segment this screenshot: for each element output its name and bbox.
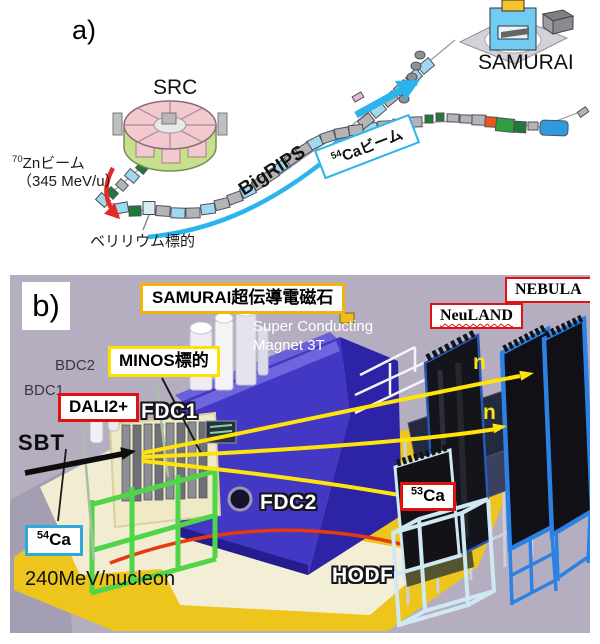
src-cyclotron-graphic <box>112 100 228 172</box>
floor-walkway <box>160 537 440 615</box>
zn70-beam-text: Znビーム <box>22 155 85 172</box>
minos-target-label: MINOS標的 <box>108 346 220 377</box>
samurai-label: SAMURAI <box>478 51 574 74</box>
magnet-en-line2: Magnet 3T <box>253 336 325 354</box>
panel-b-tag: b) <box>22 282 70 330</box>
beam-trajectory-arc <box>109 528 435 565</box>
zn70-mass-number: 70 <box>12 154 23 165</box>
beamline-graphic <box>94 0 590 240</box>
neutron-label-1: n <box>473 351 486 374</box>
beam-energy-label: 240MeV/nucleon <box>25 568 176 590</box>
neuland-label: NeuLAND <box>430 303 523 329</box>
neuland-label-text: NeuLAND <box>440 307 513 324</box>
samurai-station-icon <box>458 0 575 65</box>
nebula-walls <box>499 313 590 606</box>
magnet-en-line1: Super Conducting <box>253 318 374 335</box>
zn70-beam-label: 70Znビーム <box>12 154 85 173</box>
bdc1-label: BDC1 <box>24 382 65 399</box>
sbt-label: SBT <box>18 430 65 455</box>
fdc2-label: FDC2 <box>260 491 317 514</box>
bdc2-label: BDC2 <box>55 357 96 374</box>
dali2-green-frame <box>89 467 218 596</box>
nebula-label: NEBULA <box>505 277 590 303</box>
src-label: SRC <box>153 76 198 99</box>
ca53-text: Ca <box>423 486 445 505</box>
incoming-beam-arrow <box>24 447 136 476</box>
panel-b-samurai-setup: b) SAMURAI超伝導電磁石 Super Conducting Magnet… <box>10 275 590 633</box>
ca53-mass-number: 53 <box>411 485 424 498</box>
nebula-support-frame <box>508 514 590 606</box>
ca54-label: 54Ca <box>25 525 83 556</box>
neutron-paths <box>141 370 534 459</box>
fragment-path-ca53 <box>141 459 400 497</box>
hodf-label: HODF <box>332 564 394 587</box>
panel-a-tag: a) <box>72 15 97 45</box>
ca53-label: 53Ca <box>400 482 456 511</box>
ca54-text: Ca <box>49 530 71 549</box>
panel-a-beamline-overview: a) SRC 70Znビーム （345 MeV/u） ベリリウム標的 BigRI… <box>0 0 600 268</box>
beryllium-target-box <box>142 201 156 215</box>
dali2-label: DALI2+ <box>58 393 140 422</box>
fdc1-label: FDC1 <box>141 400 198 423</box>
samurai-setup-graphic <box>10 275 590 633</box>
beamline-magnets <box>94 50 590 219</box>
zn70-injection-arrow <box>103 166 121 220</box>
magnet-en-label: Super Conducting Magnet 3T <box>253 318 373 356</box>
samurai-magnet-label: SAMURAI超伝導電磁石 <box>140 283 346 314</box>
neutron-label-2: n <box>483 401 496 424</box>
beam-arrow-to-samurai <box>354 78 420 119</box>
zn70-beam-energy: （345 MeV/u） <box>17 173 120 190</box>
beryllium-target-label: ベリリウム標的 <box>90 233 196 250</box>
ca54-mass-number: 54 <box>37 529 50 542</box>
